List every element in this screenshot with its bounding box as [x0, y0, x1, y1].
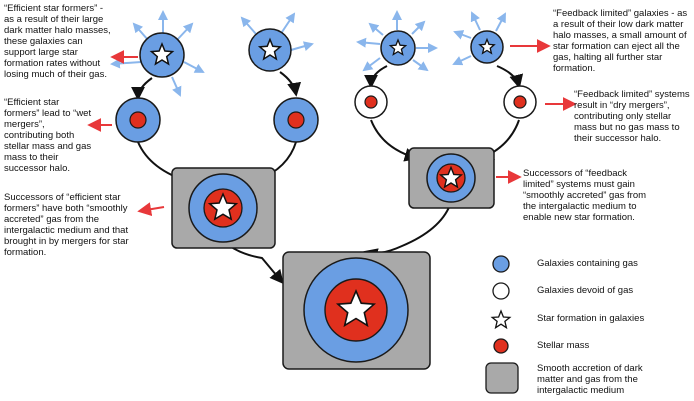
annotation-feedback-successors: Successors of “feedback limited” systems… [523, 168, 647, 223]
annotation-arrows [87, 39, 577, 217]
galaxy-final-merger [303, 257, 409, 363]
galaxy-wet-merger-2 [273, 97, 319, 143]
legend-label-smooth-accretion: Smooth accretion of dark matter and gas … [537, 363, 643, 396]
legend-icons [485, 255, 519, 394]
galaxy-dry-merger-1 [354, 85, 388, 119]
galaxy-feedback-2 [470, 30, 504, 64]
galaxy-dry-merger-2 [503, 85, 537, 119]
annotation-feedback-dry-mergers: “Feedback limited” systems result in “dr… [574, 89, 690, 144]
gas-outflow-arrows [110, 10, 506, 97]
legend-label-gas: Galaxies containing gas [537, 258, 638, 269]
gray-box-icon [485, 362, 519, 394]
galaxy-feedback-1 [380, 30, 416, 66]
galaxy-efficient-1 [139, 32, 185, 78]
galaxy-efficient-2 [248, 28, 292, 72]
white-circle-icon [492, 282, 510, 300]
annotation-efficient-wet-mergers: “Efficient star formers” lead to “wet me… [4, 97, 92, 174]
galaxy-successor-feedback [426, 153, 476, 203]
galaxy-successor-efficient [188, 173, 258, 243]
annotation-feedback-limited: “Feedback limited” galaxies - as a resul… [553, 8, 688, 74]
annotation-efficient-successors: Successors of “efficient star formers” h… [4, 192, 129, 258]
galaxy-wet-merger-1 [115, 97, 161, 143]
legend-label-no-gas: Galaxies devoid of gas [537, 285, 634, 296]
star-icon [490, 309, 512, 330]
legend-label-star-formation: Star formation in galaxies [537, 313, 645, 324]
legend-label-stellar-mass: Stellar mass [537, 340, 590, 351]
red-dot-icon [493, 338, 509, 354]
blue-circle-icon [492, 255, 510, 273]
annotation-efficient-formers: “Efficient star formers” - as a result o… [4, 3, 111, 80]
